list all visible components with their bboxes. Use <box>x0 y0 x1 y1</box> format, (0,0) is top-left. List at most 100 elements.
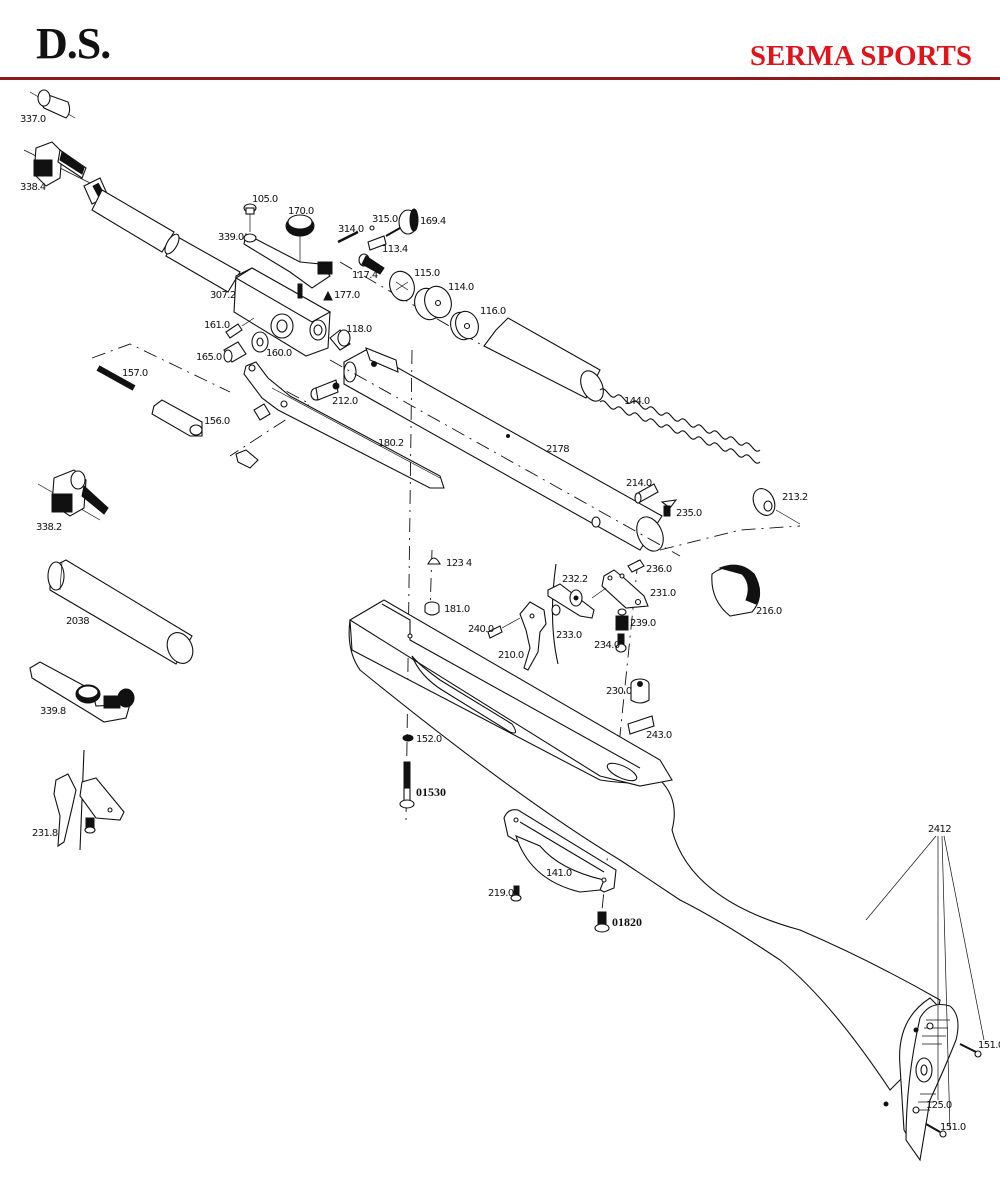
part-safety-spring: 239.0 <box>615 608 656 631</box>
label-2178: 2178 <box>546 444 569 455</box>
label-339-8: 339.8 <box>40 706 66 717</box>
label-141-0: 141.0 <box>546 868 572 879</box>
part-elevation-knob: 169.4 <box>385 208 446 237</box>
part-breech-seal: 118.0 <box>329 324 372 351</box>
label-169-4: 169.4 <box>420 216 446 227</box>
part-piston-rod: 117.4 <box>352 253 385 281</box>
part-rear-sight-screw: 105.0 <box>243 194 278 232</box>
label-235-0: 235.0 <box>676 508 702 519</box>
label-212-0: 212.0 <box>332 396 358 407</box>
label-01530: 01530 <box>416 785 446 799</box>
label-230-0: 230.0 <box>606 686 632 697</box>
label-105-0: 105.0 <box>252 194 278 205</box>
part-rear-sight-assembly: 339.8 <box>29 661 135 723</box>
part-mainspring: 144.0 <box>599 388 761 464</box>
label-314-0: 314.0 <box>338 224 364 235</box>
part-pin-236: 236.0 <box>627 559 672 575</box>
label-232-2: 232.2 <box>562 574 588 585</box>
label-2412-leaders: 2412 <box>865 824 985 1131</box>
label-151-0-upper: 151.0 <box>978 1040 1000 1051</box>
part-end-cap-nut: 230.0 <box>606 678 650 704</box>
part-sear: 232.2 <box>547 574 595 619</box>
part-end-cap: 216.0 <box>711 564 782 617</box>
part-muzzle-weight: 2038 <box>47 559 194 665</box>
label-338-4: 338.4 <box>20 182 46 193</box>
label-01820: 01820 <box>612 915 642 929</box>
part-stock-screw: 01530 <box>399 761 446 809</box>
label-338-2: 338.2 <box>36 522 62 533</box>
part-piston-seal: 115.0 <box>389 268 440 302</box>
part-butt-plate: 125.0 <box>883 997 959 1162</box>
label-160-0: 160.0 <box>266 348 292 359</box>
part-compression-tube: 2178 <box>329 347 681 557</box>
part-stock-screw-rear: 01820 <box>594 911 642 933</box>
brand-name: SERMA SPORTS <box>749 40 972 72</box>
part-elevation-spring: 314.0 315.0 <box>337 214 398 244</box>
part-front-sight-hood: 337.0 <box>20 89 76 125</box>
label-213-2: 213.2 <box>782 492 808 503</box>
part-trigger-pin-214: 214.0 <box>626 478 659 504</box>
part-trigger-housing: 231.0 <box>591 569 676 609</box>
part-trigger-guard-screw: 219.0 <box>488 885 522 902</box>
label-239-0: 239.0 <box>630 618 656 629</box>
label-123-4: 123 4 <box>446 558 472 569</box>
part-butt-plate-screw-lower: 151.0 <box>925 1122 966 1138</box>
label-219-0: 219.0 <box>488 888 514 899</box>
part-piston <box>483 317 604 402</box>
part-adjusting-screw: 234.0 <box>594 633 627 653</box>
label-214-0: 214.0 <box>626 478 652 489</box>
label-113-4: 113.4 <box>382 244 408 255</box>
label-115-0: 115.0 <box>414 268 440 279</box>
part-cone: 123 4 <box>427 557 472 569</box>
part-windage-knob: 170.0 <box>285 206 315 270</box>
part-front-sight: 338.4 <box>20 141 101 193</box>
part-pivot-bushing: 165.0 <box>196 341 247 363</box>
part-rear-sight-base: 339.0 <box>218 232 333 289</box>
part-barrel <box>83 177 241 293</box>
label-234-0: 234.0 <box>594 640 620 651</box>
part-trigger-assembly: 231.8 <box>32 749 125 851</box>
label-240-0: 240.0 <box>468 624 494 635</box>
label-180-2: 180.2 <box>378 438 404 449</box>
label-337-0: 337.0 <box>20 114 46 125</box>
part-piston-washer: 114.0 <box>414 282 474 321</box>
label-151-0-lower: 151.0 <box>940 1122 966 1133</box>
label-144-0: 144.0 <box>624 396 650 407</box>
label-315-0: 315.0 <box>372 214 398 225</box>
label-236-0: 236.0 <box>646 564 672 575</box>
part-cocking-pin: 212.0 <box>310 379 358 407</box>
part-screw-177: 177.0 <box>323 290 360 301</box>
part-washer-152: 152.0 <box>402 734 442 745</box>
document-title: D.S. <box>36 19 111 68</box>
part-plate: 243.0 <box>627 715 672 741</box>
part-pin-161: 161.0 <box>204 317 255 339</box>
label-307-2: 307.2 <box>210 290 236 301</box>
part-trigger-guide: 113.4 <box>367 235 408 255</box>
label-152-0: 152.0 <box>416 734 442 745</box>
label-114-0: 114.0 <box>448 282 474 293</box>
part-trigger-guard: 141.0 <box>503 809 617 893</box>
label-231-8: 231.8 <box>32 828 58 839</box>
label-243-0: 243.0 <box>646 730 672 741</box>
part-spring-guide: 213.2 <box>752 488 808 525</box>
label-165-0: 165.0 <box>196 352 222 363</box>
part-bushing-181: 181.0 <box>424 601 470 616</box>
part-trigger-pin-240: 240.0 <box>468 617 521 639</box>
part-small-pin <box>253 403 271 421</box>
part-screw-235: 235.0 <box>660 499 702 519</box>
label-2038: 2038 <box>66 616 89 627</box>
label-156-0: 156.0 <box>204 416 230 427</box>
part-detent-plunger: 156.0 <box>151 399 230 437</box>
label-233-0: 233.0 <box>556 630 582 641</box>
label-125-0: 125.0 <box>926 1100 952 1111</box>
label-2412: 2412 <box>928 824 951 835</box>
label-177-0: 177.0 <box>334 290 360 301</box>
label-170-0: 170.0 <box>288 206 314 217</box>
part-stock <box>348 599 941 1091</box>
label-161-0: 161.0 <box>204 320 230 331</box>
label-118-0: 118.0 <box>346 324 372 335</box>
part-breech-block: 307.2 <box>210 267 332 357</box>
label-210-0: 210.0 <box>498 650 524 661</box>
part-front-sight-alt: 338.2 <box>36 469 109 533</box>
